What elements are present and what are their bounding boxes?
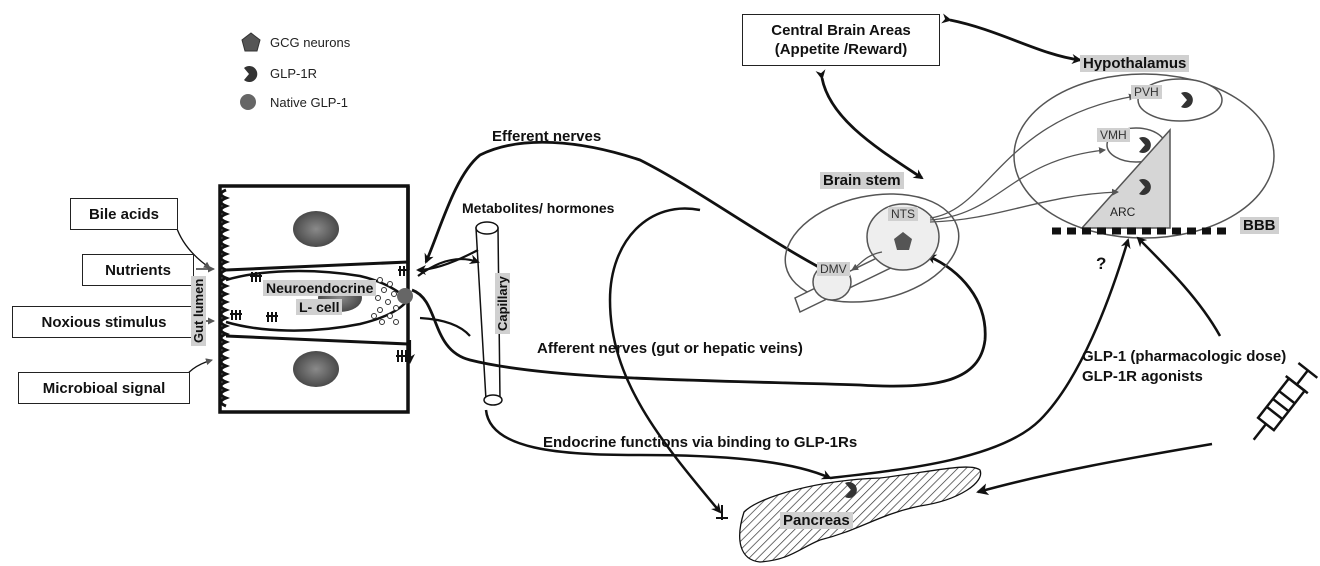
central-to-hypothalamus-arrow: [950, 20, 1080, 60]
pancreas-arrow: [978, 444, 1212, 492]
metabolites-to-pancreas-path: [610, 208, 720, 512]
legend-glp1r: GLP-1R: [270, 66, 317, 81]
nutrients-box: Nutrients: [82, 254, 194, 286]
pancreas-nerve-end: [716, 505, 728, 520]
afferent-nerves-label: Afferent nerves (gut or hepatic veins): [537, 340, 803, 357]
nucleus-top: [293, 211, 339, 247]
glp1-secreted-icon: [397, 288, 413, 304]
brainstem-label: Brain stem: [820, 172, 904, 189]
gcg-neuron-legend-icon: [242, 33, 260, 51]
lcell-title: Neuroendocrine: [263, 280, 376, 296]
drug-injection-arrow: [1138, 238, 1220, 336]
vmh-label: VMH: [1097, 128, 1130, 142]
glp1r-legend-icon: [244, 66, 257, 82]
drug-line2: GLP-1R agonists: [1082, 368, 1203, 385]
noxious-stimulus-box: Noxious stimulus: [12, 306, 196, 338]
gut-lumen-label: Gut lumen: [191, 276, 206, 346]
nts-label: NTS: [888, 207, 918, 221]
central-brain-subtitle: (Appetite /Reward): [775, 40, 908, 59]
hypothalamus-label: Hypothalamus: [1080, 55, 1189, 72]
capillary-label: Capillary: [495, 273, 510, 334]
bile-acids-box: Bile acids: [70, 198, 178, 230]
pancreas-label: Pancreas: [780, 512, 853, 529]
central-to-brainstem-arrow: [822, 78, 922, 178]
drug-line1: GLP-1 (pharmacologic dose): [1082, 348, 1286, 365]
central-brain-areas-box: Central Brain Areas (Appetite /Reward): [742, 14, 940, 66]
metabolites-label: Metabolites/ hormones: [462, 200, 614, 216]
microbial-signal-box: Microbioal signal: [18, 372, 190, 404]
arc-label: ARC: [1110, 205, 1135, 219]
legend-gcg-neurons: GCG neurons: [270, 35, 350, 50]
legend-native-glp1: Native GLP-1: [270, 95, 348, 110]
syringe-icon: [1243, 362, 1319, 449]
lcell-subtitle: L- cell: [296, 299, 342, 315]
endocrine-label: Endocrine functions via binding to GLP-1…: [543, 434, 857, 451]
pancreas-shape: [740, 467, 981, 562]
question-mark: ?: [1096, 254, 1106, 274]
dmv-label: DMV: [817, 262, 850, 276]
pvh-label: PVH: [1131, 85, 1162, 99]
brainstem: [775, 179, 969, 317]
nucleus-bottom: [293, 351, 339, 387]
central-brain-title: Central Brain Areas: [771, 21, 911, 40]
native-glp1-legend-icon: [240, 94, 256, 110]
hormone-arrows: [410, 250, 478, 362]
bbb-label: BBB: [1240, 217, 1279, 234]
efferent-nerves-label: Efferent nerves: [492, 128, 601, 145]
